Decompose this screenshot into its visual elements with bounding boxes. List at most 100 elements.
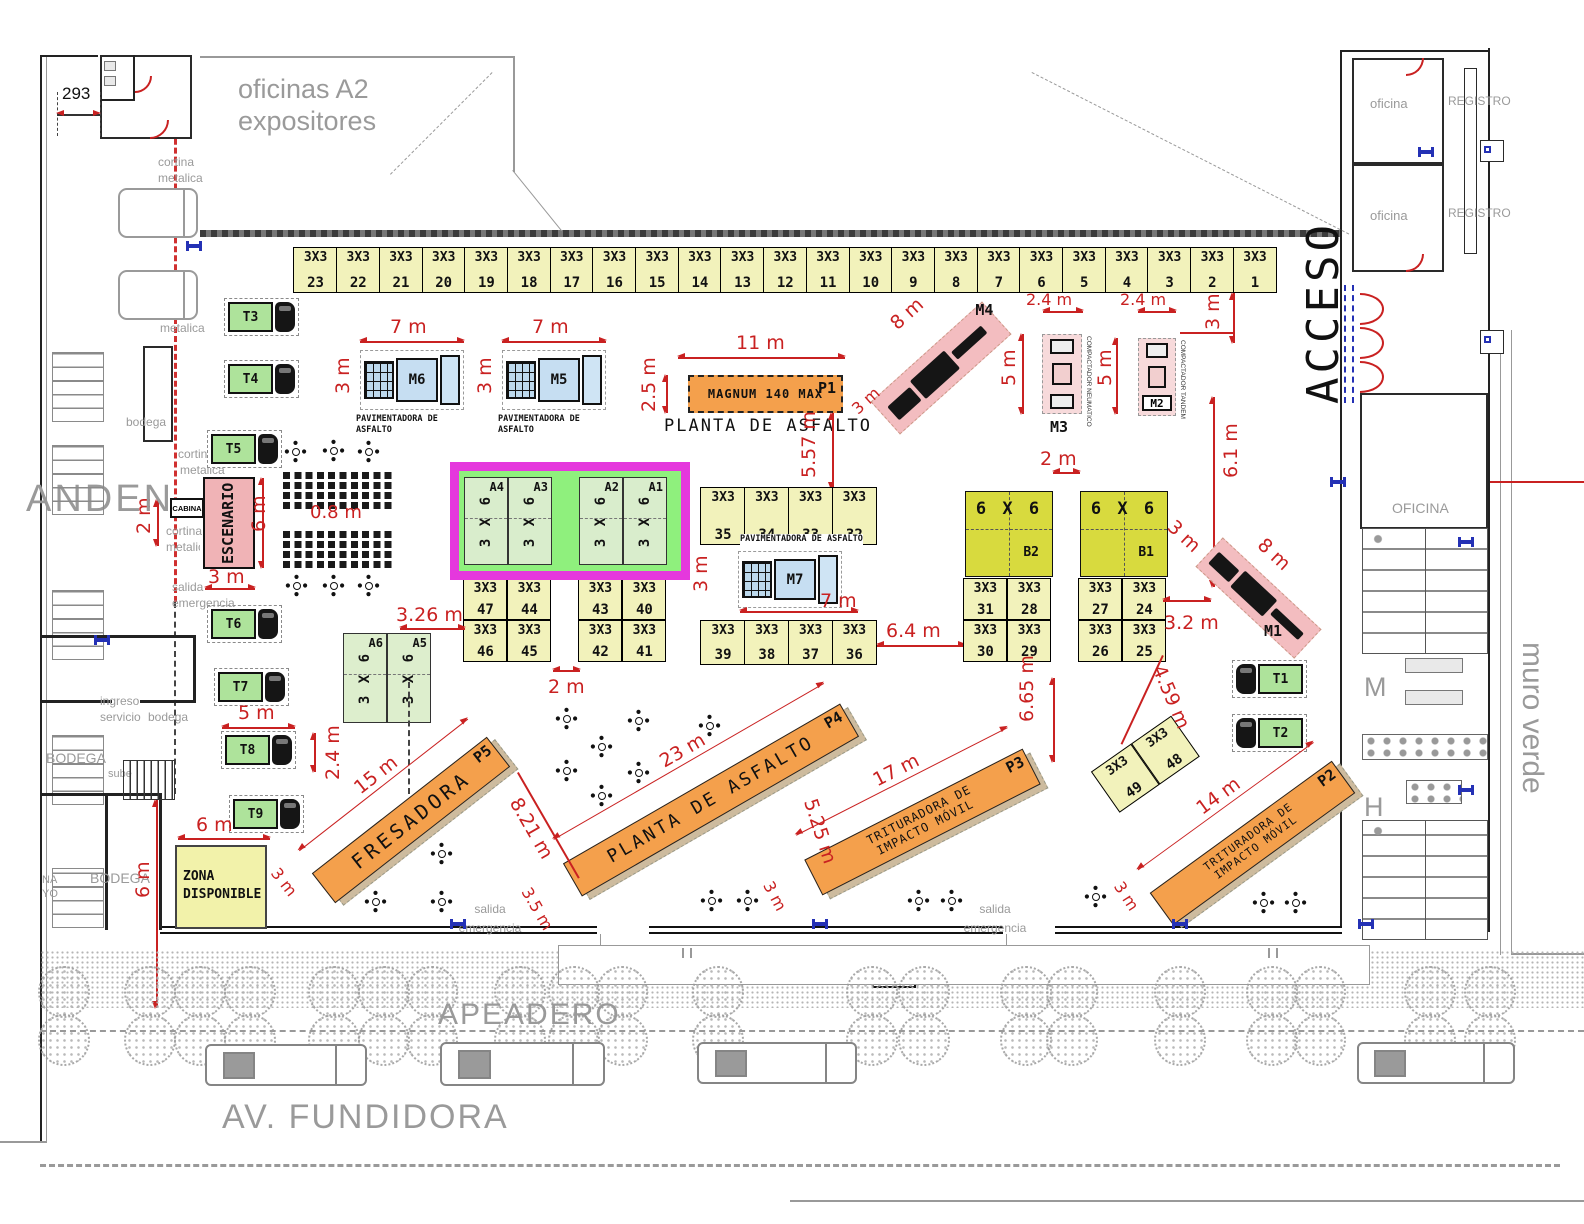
machine-caption: PAVIMENTADORA DE ASFALTO xyxy=(740,534,863,545)
wall xyxy=(512,170,563,232)
salida-label: emergencia xyxy=(172,596,235,610)
dim-line xyxy=(662,374,669,414)
avenida-label: AV. FUNDIDORA xyxy=(222,1098,509,1136)
tree-icon xyxy=(38,1014,90,1066)
dim-label: 6.65 m xyxy=(1016,655,1038,722)
marker-icon xyxy=(1330,477,1346,487)
dim-line xyxy=(876,641,966,648)
p1-code: P1 xyxy=(817,379,836,397)
dim-line xyxy=(1052,468,1081,475)
stairs xyxy=(123,760,175,800)
apeadero-label: APEADERO xyxy=(438,998,621,1031)
marker-icon xyxy=(450,919,466,929)
wall xyxy=(1340,50,1490,52)
table-icon xyxy=(915,897,923,905)
dim-line xyxy=(56,110,101,117)
oficina-label: oficina xyxy=(1370,96,1408,111)
machine-caption: COMPACTADOR TANDEM xyxy=(1179,340,1186,419)
dim-label: 3.2 m xyxy=(1164,612,1219,634)
tree-icon xyxy=(124,966,176,1018)
dim-label: 6 m xyxy=(132,861,154,898)
tree-icon xyxy=(1046,966,1098,1018)
platform-tick xyxy=(690,948,692,958)
dim-label: 7 m xyxy=(820,590,857,612)
dim-label: 3 m xyxy=(332,357,354,394)
wall xyxy=(40,55,42,1141)
dock-rack xyxy=(52,868,104,928)
tree-icon xyxy=(308,966,360,1018)
truck-t6: T6 xyxy=(207,605,282,643)
seating-rows xyxy=(283,529,396,568)
cortina-label: cortina xyxy=(158,155,195,169)
paver-screed xyxy=(364,360,394,400)
van-icon xyxy=(118,270,198,320)
plant-p1: MAGNUM 140 MAX P1 xyxy=(688,375,843,413)
marker-icon xyxy=(1418,147,1434,157)
bench xyxy=(1406,780,1462,804)
truck-t7: T7 xyxy=(214,668,289,706)
marker-icon xyxy=(1458,537,1474,547)
machine-part xyxy=(1230,570,1278,617)
truck-t2: T2 xyxy=(1232,714,1307,752)
tree-icon xyxy=(596,1014,648,1066)
tree-icon xyxy=(406,966,458,1018)
dim-label: 5 m xyxy=(238,702,275,724)
dim-line xyxy=(359,337,465,344)
dim-line xyxy=(677,353,846,360)
tree-icon xyxy=(224,966,276,1018)
wall xyxy=(513,56,515,172)
cortina-label: cortina xyxy=(166,524,202,538)
dim-line xyxy=(1042,307,1084,314)
marker-icon xyxy=(186,241,202,251)
tree-icon xyxy=(1246,966,1298,1018)
table-icon xyxy=(948,897,956,905)
marker-icon xyxy=(1358,919,1374,929)
dim-line xyxy=(501,337,607,344)
wall xyxy=(193,635,196,703)
tree-icon xyxy=(358,966,410,1018)
cortina-label: cortina xyxy=(178,447,215,461)
platform-tick xyxy=(1276,948,1278,958)
truck-t8: T8 xyxy=(221,731,296,769)
wall xyxy=(0,1141,47,1143)
dim-line xyxy=(1229,292,1236,344)
dim-label: 5 m xyxy=(1094,349,1116,386)
dim-line xyxy=(1162,596,1212,603)
zona-label: DISPONIBLE xyxy=(183,887,262,902)
marker-icon xyxy=(812,919,828,929)
muro-verde-wall xyxy=(1500,330,1501,955)
dim-line xyxy=(258,477,265,569)
dim-label: 3 m xyxy=(1110,878,1143,915)
area-label: oficinas A2 xyxy=(238,74,369,104)
turnstile-icon xyxy=(1360,293,1384,325)
wall xyxy=(40,700,112,703)
room-label-fragment: NA xyxy=(42,874,58,886)
tree-icon xyxy=(898,966,950,1018)
dim-label: 3 m xyxy=(267,864,301,901)
tree-icon xyxy=(1294,966,1346,1018)
paver-front xyxy=(818,555,838,604)
dim-label: 3 m xyxy=(208,566,245,588)
table-icon xyxy=(635,769,643,777)
registro-label: REGISTRO xyxy=(1448,206,1511,220)
muro-verde-label: muro verde xyxy=(1516,642,1549,794)
